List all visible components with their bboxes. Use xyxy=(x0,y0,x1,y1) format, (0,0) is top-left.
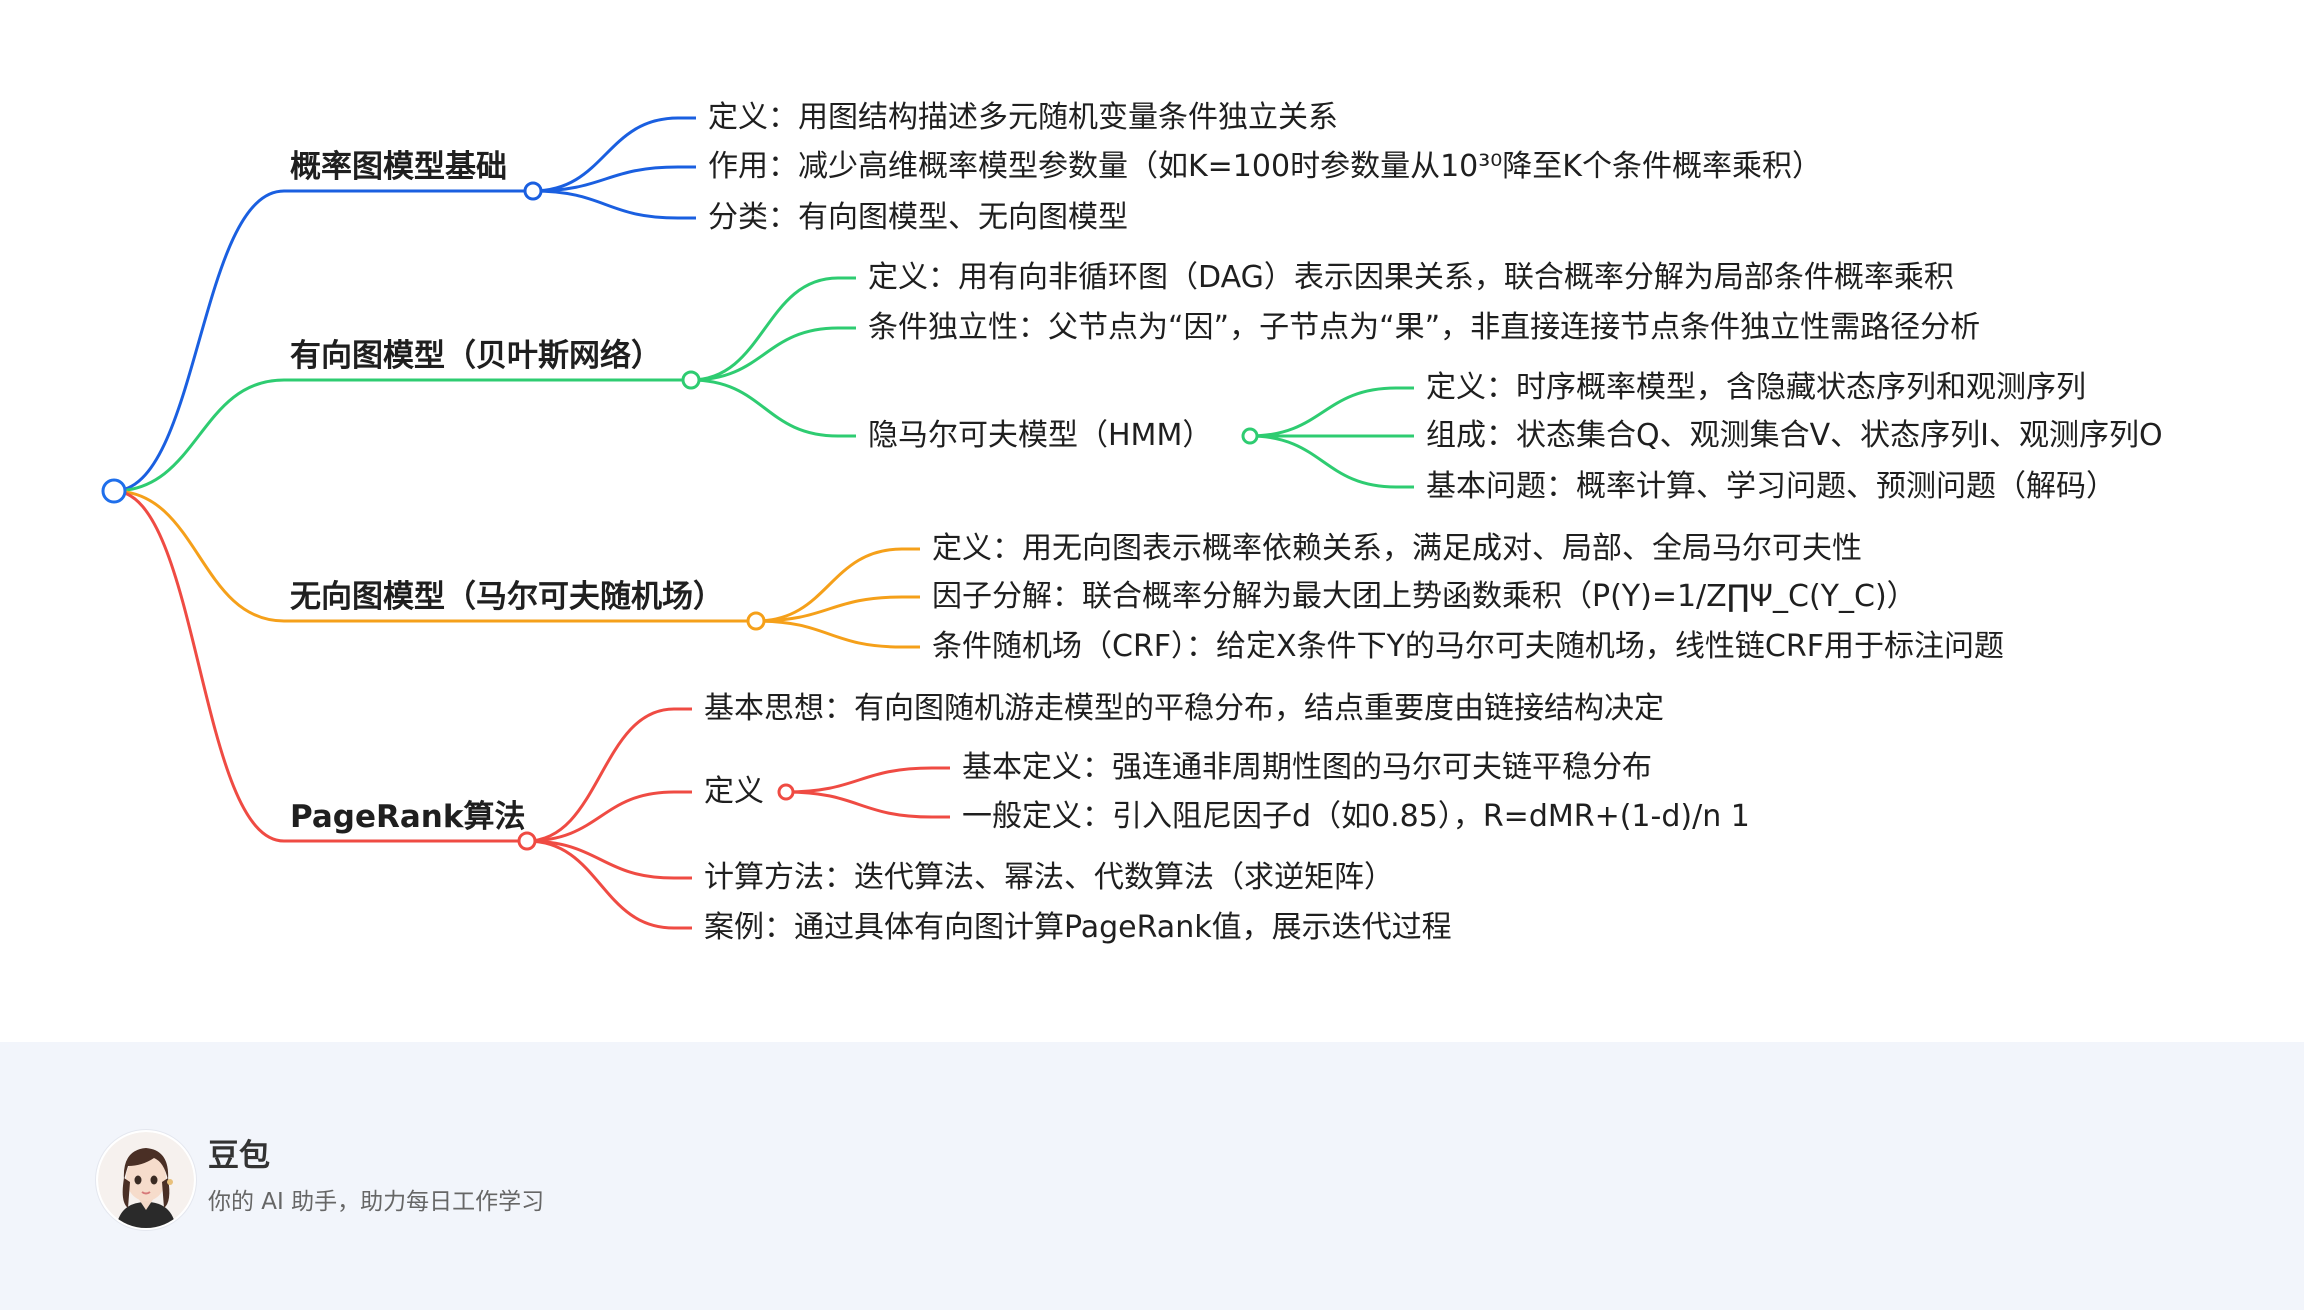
child-connector-2-0 xyxy=(755,547,903,623)
branch-connector-0 xyxy=(113,189,285,493)
branch-toggle-0[interactable] xyxy=(523,181,543,201)
node-2-1: 因子分解：联合概率分解为最大团上势函数乘积（P(Y)=1/Z∏Ψ_C(Y_C)） xyxy=(932,579,1917,614)
subchild-connector-1-2-0 xyxy=(1249,386,1397,438)
child-connector-3-2 xyxy=(526,839,675,880)
child-connector-1-2 xyxy=(690,378,839,438)
branch-connector-3 xyxy=(113,489,285,843)
node-3-0: 基本思想：有向图随机游走模型的平稳分布，结点重要度由链接结构决定 xyxy=(704,691,1664,726)
node-1-2-1: 组成：状态集合Q、观测集合V、状态序列I、观测序列O xyxy=(1426,418,2163,453)
node-3-1: 定义 xyxy=(704,774,764,809)
node-1-0: 定义：用有向非循环图（DAG）表示因果关系，联合概率分解为局部条件概率乘积 xyxy=(868,260,1954,295)
node-toggle-3-1[interactable] xyxy=(777,783,795,801)
node-2-2: 条件随机场（CRF）：给定X条件下Y的马尔可夫随机场，线性链CRF用于标注问题 xyxy=(932,629,2004,664)
branch-title-1: 有向图模型（贝叶斯网络） xyxy=(290,338,662,374)
child-connector-0-2 xyxy=(532,189,679,220)
node-0-2: 分类：有向图模型、无向图模型 xyxy=(708,200,1128,235)
child-connector-0-1 xyxy=(532,165,679,193)
subchild-connector-3-1-1 xyxy=(785,790,933,819)
branch-connector-1 xyxy=(113,378,285,493)
child-connector-1-0 xyxy=(690,276,839,382)
node-3-1-1: 一般定义：引入阻尼因子d（如0.85），R=dMR+(1-d)/n 1 xyxy=(962,799,1750,834)
branch-toggle-3[interactable] xyxy=(517,831,537,851)
branch-connector-2 xyxy=(113,489,285,623)
node-0-1: 作用：减少高维概率模型参数量（如K=100时参数量从10³⁰降至K个条件概率乘积… xyxy=(708,149,1822,184)
mindmap-canvas: 概率图模型基础 定义：用图结构描述多元随机变量条件独立关系作用：减少高维概率模型参… xyxy=(101,100,2163,945)
node-toggle-1-2[interactable] xyxy=(1241,427,1259,445)
root-node-dot[interactable] xyxy=(101,478,127,504)
child-connector-3-3 xyxy=(526,839,675,930)
branch-title-0: 概率图模型基础 xyxy=(290,149,507,185)
child-connector-1-1 xyxy=(690,326,839,382)
subchild-connector-3-1-0 xyxy=(785,766,933,794)
footer-bar xyxy=(0,1042,2304,1310)
node-1-2-0: 定义：时序概率模型，含隐藏状态序列和观测序列 xyxy=(1426,370,2086,405)
subchild-connector-1-2-2 xyxy=(1249,434,1397,489)
branch-title-3: PageRank算法 xyxy=(290,799,526,835)
assistant-name: 豆包 xyxy=(208,1138,270,1174)
child-connector-3-0 xyxy=(526,707,675,843)
node-1-2: 隐马尔可夫模型（HMM） xyxy=(868,418,1213,453)
child-connector-2-2 xyxy=(755,619,903,649)
node-1-1: 条件独立性：父节点为“因”，子节点为“果”，非直接连接节点条件独立性需路径分析 xyxy=(868,310,1981,345)
node-2-0: 定义：用无向图表示概率依赖关系，满足成对、局部、全局马尔可夫性 xyxy=(932,531,1862,566)
child-connector-0-0 xyxy=(532,116,679,193)
mindmap-connectors xyxy=(101,116,1414,930)
node-3-3: 案例：通过具体有向图计算PageRank值，展示迭代过程 xyxy=(704,910,1452,945)
node-3-2: 计算方法：迭代算法、幂法、代数算法（求逆矩阵） xyxy=(704,860,1394,895)
node-1-2-2: 基本问题：概率计算、学习问题、预测问题（解码） xyxy=(1426,469,2116,504)
assistant-tagline: 你的 AI 助手，助力每日工作学习 xyxy=(208,1189,545,1215)
node-3-1-0: 基本定义：强连通非周期性图的马尔可夫链平稳分布 xyxy=(962,750,1652,785)
child-connector-2-1 xyxy=(755,595,903,623)
child-connector-3-1 xyxy=(526,790,675,843)
branch-toggle-2[interactable] xyxy=(746,611,766,631)
avatar-illustration xyxy=(98,1132,194,1228)
branch-title-2: 无向图模型（马尔可夫随机场） xyxy=(290,579,724,615)
branch-toggle-1[interactable] xyxy=(681,370,701,390)
node-0-0: 定义：用图结构描述多元随机变量条件独立关系 xyxy=(708,100,1338,135)
assistant-avatar-icon xyxy=(96,1130,196,1230)
